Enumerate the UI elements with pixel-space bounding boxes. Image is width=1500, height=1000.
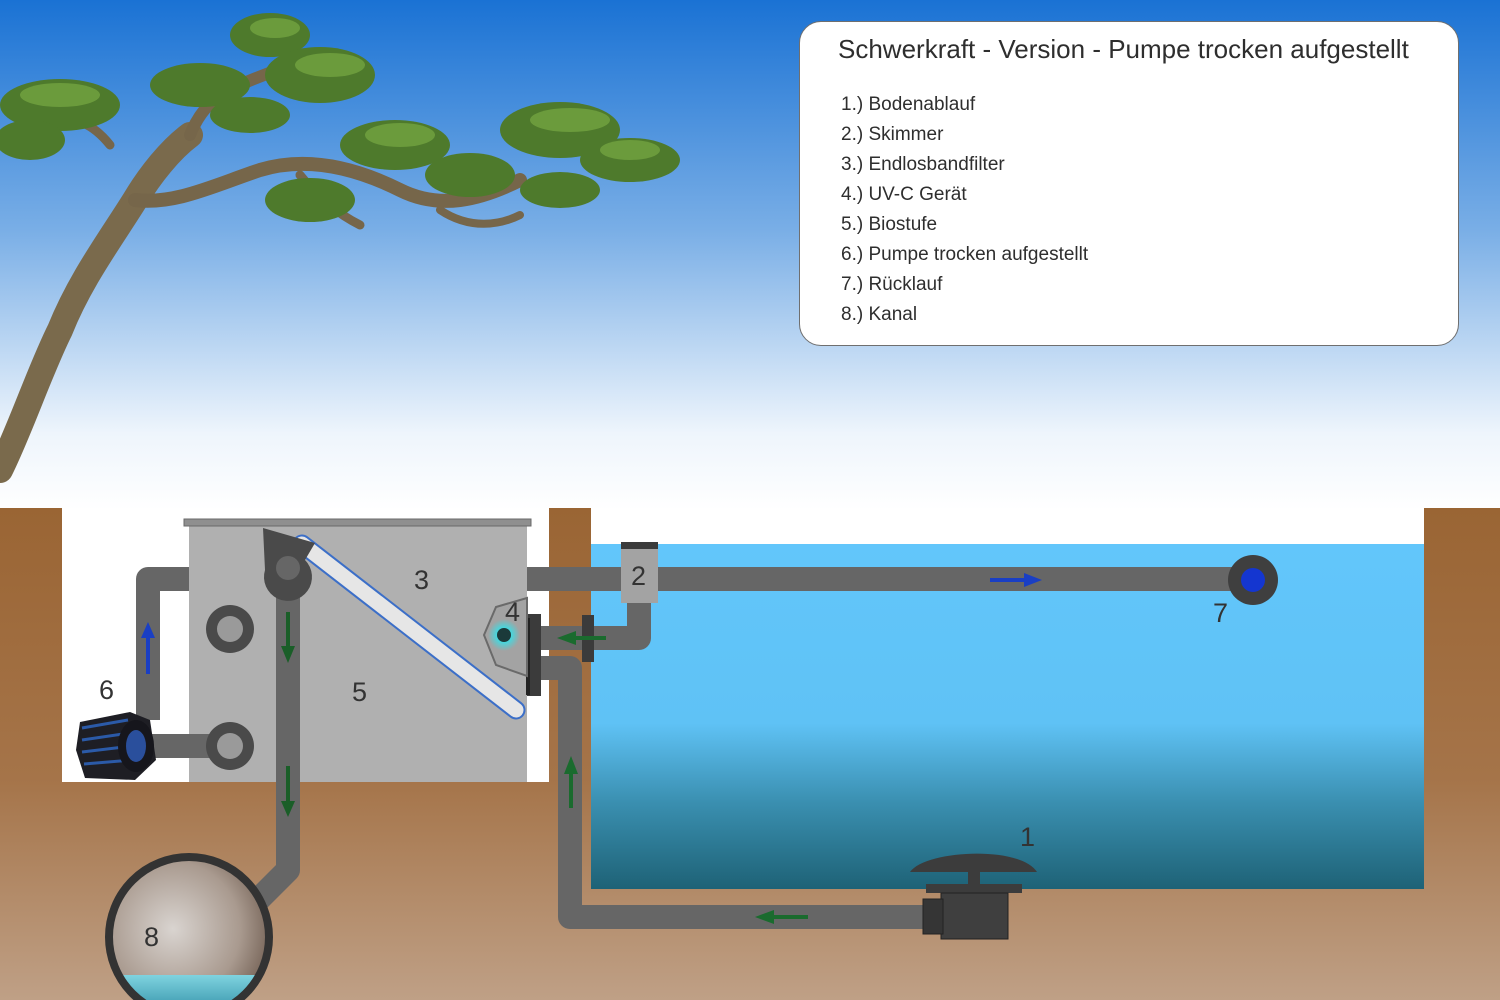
label-7: 7 (1213, 598, 1229, 628)
pond-air-gap (591, 508, 1424, 544)
flow-arrow-drain-rise (564, 756, 578, 808)
label-8: 8 (144, 922, 160, 952)
flow-arrow-skimmer (557, 631, 606, 645)
filter-lid (183, 518, 532, 527)
flow-arrow-drain-line (755, 910, 808, 924)
flow-arrow-drain-1 (281, 612, 295, 663)
legend-list: 1.) Bodenablauf 2.) Skimmer 3.) Endlosba… (841, 90, 1088, 330)
label-4: 4 (505, 597, 521, 627)
pine-tree-icon (0, 13, 680, 483)
pond-water (591, 544, 1424, 889)
legend-item-ruecklauf: 7.) Rücklauf (841, 274, 943, 295)
label-5: 5 (352, 677, 368, 707)
legend-item-biostufe: 5.) Biostufe (841, 214, 938, 235)
legend-item-skimmer: 2.) Skimmer (841, 124, 944, 145)
canal (105, 853, 273, 1000)
uv-lamp-icon (482, 596, 528, 678)
label-1: 1 (1020, 822, 1036, 852)
flow-arrow-drain-2 (281, 766, 295, 817)
bottom-drain-icon (910, 853, 1037, 940)
legend-item-pumpe: 6.) Pumpe trocken aufgestellt (841, 244, 1089, 265)
label-3: 3 (414, 565, 430, 595)
pump-icon (76, 712, 156, 780)
legend-item-uvc: 4.) UV-C Gerät (841, 184, 967, 205)
return-nozzle-icon (1228, 555, 1278, 605)
flow-arrow-pump-up (141, 622, 155, 674)
legend-item-endlosbandfilter: 3.) Endlosbandfilter (841, 154, 1005, 175)
wall-flange-1 (527, 614, 541, 696)
flow-arrow-return (990, 573, 1042, 587)
pipe-canal-drain (249, 568, 300, 909)
flow-arrows (141, 573, 1042, 924)
legend-panel: Schwerkraft - Version - Pumpe trocken au… (799, 21, 1459, 346)
label-6: 6 (99, 675, 115, 705)
legend-title: Schwerkraft - Version - Pumpe trocken au… (838, 34, 1409, 64)
legend-item-bodenablauf: 1.) Bodenablauf (841, 94, 976, 115)
label-2: 2 (631, 561, 647, 591)
legend-item-kanal: 8.) Kanal (841, 304, 918, 325)
skimmer-icon (621, 542, 658, 603)
